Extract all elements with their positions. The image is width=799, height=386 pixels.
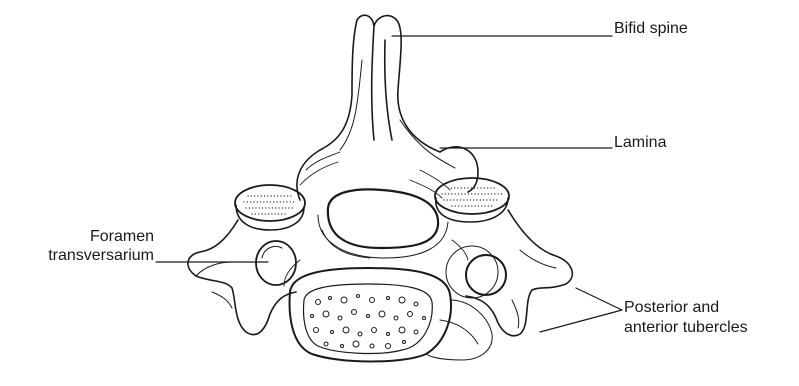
right-foramen-transversarium	[466, 255, 506, 295]
left-foramen-transversarium	[256, 241, 296, 285]
label-lamina: Lamina	[614, 133, 666, 152]
left-transverse-process	[188, 220, 296, 335]
trabecular-bone-texture	[311, 295, 426, 349]
leader-posterior-tubercle	[576, 288, 622, 310]
right-articular-facet	[435, 178, 509, 222]
label-bifid-spine: Bifid spine	[614, 19, 688, 38]
label-tubercles-line1: Posterior and	[624, 298, 719, 317]
label-foramen-line2: transversarium	[44, 246, 154, 265]
vertebral-body	[290, 268, 493, 362]
spinous-process	[297, 15, 478, 200]
label-tubercles-line2: anterior tubercles	[624, 318, 748, 337]
right-transverse-process	[446, 210, 572, 336]
label-foramen-line1: Foramen	[82, 227, 154, 246]
left-articular-facet	[235, 185, 305, 230]
vertebral-foramen	[318, 189, 448, 258]
leader-anterior-tubercle	[540, 310, 622, 332]
shading-lines	[284, 152, 468, 286]
